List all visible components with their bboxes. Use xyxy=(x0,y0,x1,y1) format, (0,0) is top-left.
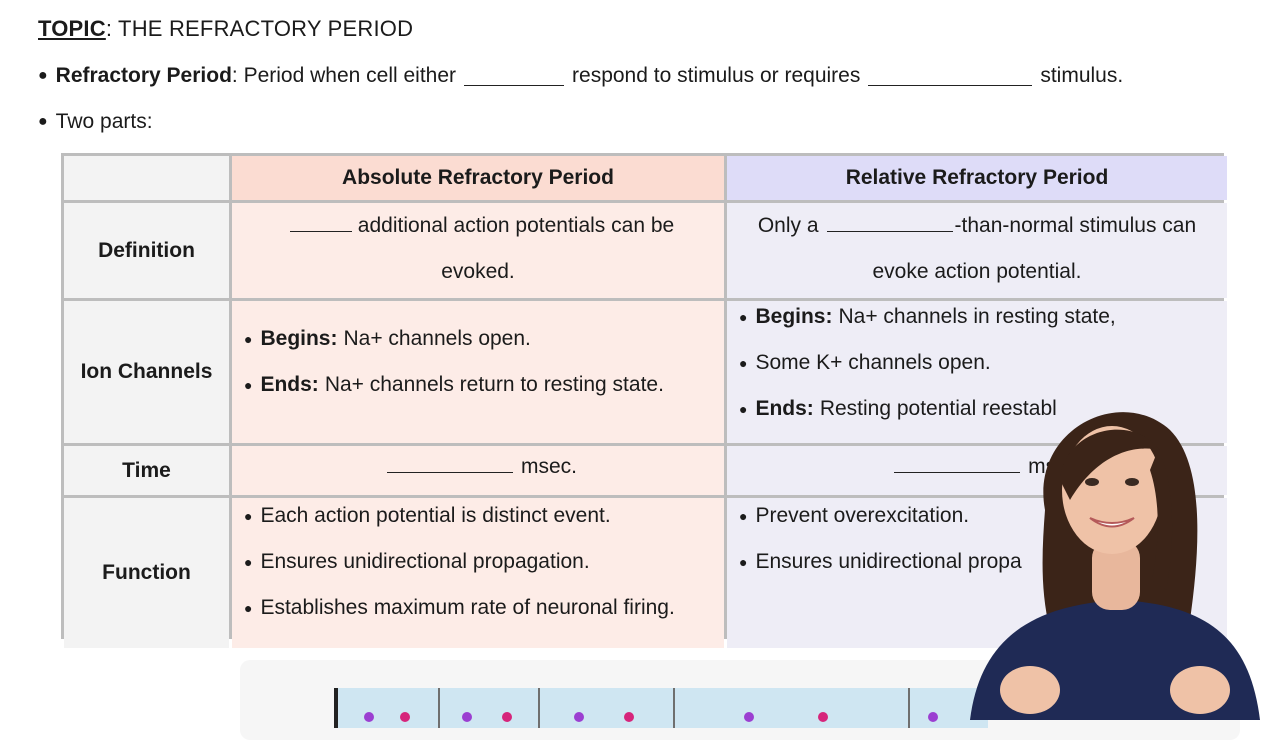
ion-icon xyxy=(624,712,634,722)
row-label-definition: Definition xyxy=(64,203,229,298)
blank-1 xyxy=(464,67,565,86)
definition-abs-text: additional action potentials can be xyxy=(357,214,675,237)
time-absolute: msec. xyxy=(232,446,724,495)
list-item: ●Ends:Na+ channels return to resting sta… xyxy=(244,373,664,396)
list-item: ●Ends:Resting potential reestabl xyxy=(739,397,1057,420)
presenter-video-overlay xyxy=(970,412,1260,720)
definition-absolute-line1: additional action potentials can be xyxy=(232,203,724,249)
definition-relative-line1: Only a -than-normal stimulus can xyxy=(727,203,1227,249)
ion-icon xyxy=(364,712,374,722)
topic-heading: TOPIC: THE REFRACTORY PERIOD xyxy=(38,16,413,42)
header-relative: Relative Refractory Period xyxy=(727,156,1227,200)
bullet-icon: ● xyxy=(38,67,48,84)
ion-icon xyxy=(502,712,512,722)
row-label-ion-channels: Ion Channels xyxy=(64,301,229,443)
blank-definition-abs xyxy=(289,213,352,232)
header-absolute: Absolute Refractory Period xyxy=(232,156,724,200)
axon-membrane-strip xyxy=(334,688,988,728)
definition-relative: Only a -than-normal stimulus can evoke ac… xyxy=(727,203,1227,298)
blank-definition-rel xyxy=(826,213,953,232)
ion-icon xyxy=(818,712,828,722)
topic-title: : THE REFRACTORY PERIOD xyxy=(105,16,414,41)
refractory-term: Refractory Period xyxy=(55,64,232,87)
definition-relative-line2: evoke action potential. xyxy=(872,260,1082,283)
refractory-part3: stimulus. xyxy=(1040,64,1124,87)
refractory-part1: : Period when cell either xyxy=(231,64,457,87)
row-label-time: Time xyxy=(64,446,229,495)
list-item: ●Ensures unidirectional propa xyxy=(739,550,1022,573)
table-corner xyxy=(64,156,229,200)
definition-rel-post: -than-normal stimulus can xyxy=(954,214,1197,237)
two-parts-text: Two parts: xyxy=(55,110,153,133)
two-parts-line: ● Two parts: xyxy=(38,110,153,134)
blank-time-rel xyxy=(894,454,1021,473)
refractory-definition-line: ● Refractory Period : Period when cell e… xyxy=(38,64,1123,88)
function-absolute: ●Each action potential is distinct event… xyxy=(232,498,724,648)
ion-icon xyxy=(744,712,754,722)
blank-time-abs xyxy=(386,454,513,473)
ion-absolute: ●Begins:Na+ channels open. ●Ends:Na+ cha… xyxy=(232,301,724,443)
refractory-part2: respond to stimulus or requires xyxy=(572,64,861,87)
definition-rel-pre: Only a xyxy=(757,214,819,237)
ion-icon xyxy=(400,712,410,722)
list-item: ●Each action potential is distinct event… xyxy=(244,504,611,527)
list-item: ●Establishes maximum rate of neuronal fi… xyxy=(244,596,675,619)
time-abs-unit: msec. xyxy=(520,455,577,478)
ion-icon xyxy=(928,712,938,722)
list-item: ●Some K+ channels open. xyxy=(739,351,991,374)
ion-icon xyxy=(574,712,584,722)
definition-absolute: additional action potentials can be evok… xyxy=(232,203,724,298)
list-item: ●Begins:Na+ channels open. xyxy=(244,327,531,350)
topic-prefix: TOPIC xyxy=(38,16,106,41)
ion-icon xyxy=(462,712,472,722)
bullet-icon: ● xyxy=(38,113,48,130)
blank-2 xyxy=(868,67,1033,86)
list-item: ●Ensures unidirectional propagation. xyxy=(244,550,590,573)
definition-absolute-line2: evoked. xyxy=(441,260,515,283)
list-item: ●Begins:Na+ channels in resting state, xyxy=(739,305,1116,328)
list-item: ●Prevent overexcitation. xyxy=(739,504,970,527)
row-label-function: Function xyxy=(64,498,229,648)
